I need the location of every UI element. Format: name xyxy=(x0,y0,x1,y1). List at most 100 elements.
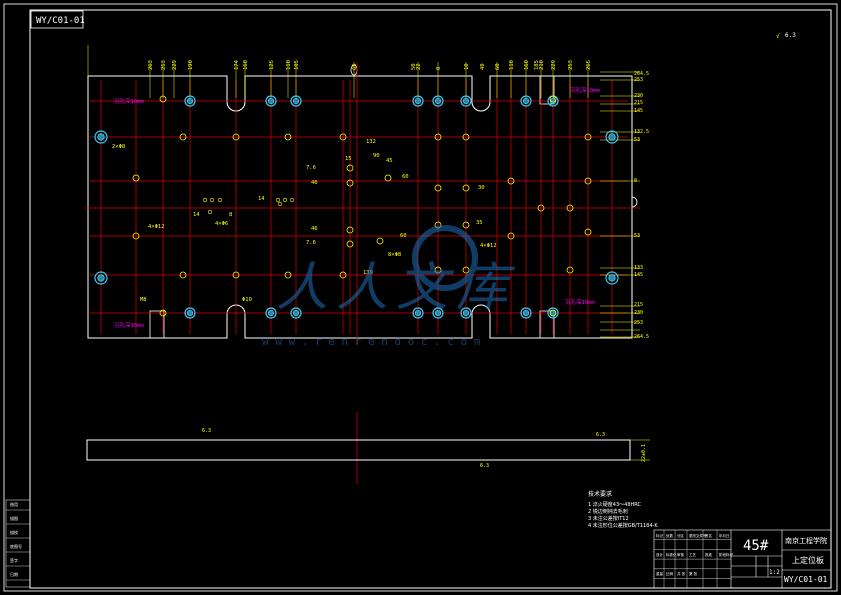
tech-item-1: 1 淬火硬度43～48HRC xyxy=(588,501,641,508)
mounting-hole xyxy=(566,266,574,274)
watermark-text: 人人文库 xyxy=(276,258,516,318)
dim-139: 139 xyxy=(363,270,373,276)
top-dim-label: 110 xyxy=(509,60,515,70)
pin-hole xyxy=(282,197,288,203)
tb-label: 分区 xyxy=(677,533,685,538)
callout-4xd12: 4×Φ12 xyxy=(148,224,165,230)
top-dim-label: 125 xyxy=(269,60,275,70)
outer-border xyxy=(3,3,838,592)
mounting-hole xyxy=(537,204,545,212)
edge-hole xyxy=(184,95,196,107)
callout-counterbore-tr: 沉孔深10mm xyxy=(570,86,600,94)
tb-label: 更改文件号 xyxy=(689,533,707,538)
tb-label: 设计 xyxy=(656,552,664,557)
side-note: 6.3 xyxy=(202,428,211,434)
dim-60a: 60 xyxy=(402,174,409,180)
edge-hole xyxy=(460,307,472,319)
top-dim-label: 105 xyxy=(294,60,300,70)
dim-46a: 46 xyxy=(311,180,318,186)
top-dim-label: 160 xyxy=(524,60,530,70)
mounting-hole xyxy=(462,133,470,141)
top-dim-label: 160 xyxy=(243,60,249,70)
right-dim-label: 253 xyxy=(634,77,643,83)
top-dim-label: 210 xyxy=(539,60,545,70)
edge-hole xyxy=(412,307,424,319)
strip-label: 描图 xyxy=(10,515,18,521)
right-dim-label: 264.5 xyxy=(634,334,649,340)
top-dim-label: 190 xyxy=(188,60,194,70)
mounting-hole xyxy=(346,226,354,234)
tb-label: 工艺 xyxy=(689,552,697,557)
mounting-hole xyxy=(462,184,470,192)
pin-hole xyxy=(202,197,208,203)
top-dim-label: 50 xyxy=(411,63,417,70)
callout-4xd12b: 4×Φ12 xyxy=(480,243,497,249)
mounting-hole xyxy=(132,174,140,182)
pin-hole xyxy=(275,197,281,203)
edge-hole xyxy=(460,95,472,107)
edge-hole-core xyxy=(186,309,194,317)
right-dim-label: 0 xyxy=(634,178,637,184)
right-dim-label: 215 xyxy=(634,302,643,308)
title-block-grid xyxy=(654,530,731,588)
top-dim-label: 0 xyxy=(436,67,442,70)
top-dim-label: 185 xyxy=(534,60,540,70)
top-dim-label: 10 xyxy=(464,63,470,70)
dim-8: 8 xyxy=(229,212,232,218)
mounting-hole xyxy=(284,271,292,279)
mounting-hole xyxy=(339,271,347,279)
mounting-hole xyxy=(462,266,470,274)
edge-hole-core xyxy=(186,97,194,105)
top-dim-label: 22 xyxy=(416,63,422,70)
mounting-hole xyxy=(507,177,515,185)
edge-hole xyxy=(184,307,196,319)
tech-item-3: 3 未注公差按IT12 xyxy=(588,515,629,522)
side-roughness: 6.3 xyxy=(596,432,605,438)
tech-title: 技术要求 xyxy=(588,490,612,498)
top-dim-label: 253 xyxy=(568,60,574,70)
pin-hole xyxy=(209,197,215,203)
title-block-labels: 标记处数分区更改文件号签名年月日设计标准化审核工艺批准阶段标记重量比例共 张第 … xyxy=(656,533,733,576)
large-hole xyxy=(605,271,619,285)
top-dim-label: 110 xyxy=(286,60,292,70)
watermark-url: w w w . r e n r e n d o c . c o m xyxy=(262,335,481,348)
dim-46b: 46 xyxy=(311,226,318,232)
callout-counterbore-br: 沉孔深10mm xyxy=(565,298,595,306)
corner-notch-br xyxy=(149,310,165,339)
edge-hole-core xyxy=(522,309,530,317)
callout-2xd8: 2×Φ8 xyxy=(112,144,125,150)
mounting-hole xyxy=(584,133,592,141)
edge-hole xyxy=(432,307,444,319)
top-dim-label: 229 xyxy=(551,60,557,70)
mounting-hole xyxy=(132,232,140,240)
code-box xyxy=(30,10,84,29)
large-hole xyxy=(94,271,108,285)
right-dim-label: 264.5 xyxy=(634,71,649,77)
top-dim-label: 263 xyxy=(148,60,154,70)
mounting-hole xyxy=(566,204,574,212)
strip-label: 描校 xyxy=(10,529,18,535)
dim-45: 45 xyxy=(386,158,393,164)
edge-hole xyxy=(520,307,532,319)
tb-label: 比例 xyxy=(666,571,674,576)
pin-hole xyxy=(277,201,283,207)
edge-hole xyxy=(520,95,532,107)
dim-30: 30 xyxy=(478,185,485,191)
inner-dimensions: 132 60 46 7.6 15 30 90 45 60 46 7.6 139 … xyxy=(193,139,485,276)
corner-notch-b2 xyxy=(539,310,555,339)
tb-label: 标准化 xyxy=(666,552,677,557)
mounting-hole xyxy=(434,266,442,274)
right-dim-label: 230 xyxy=(634,93,643,99)
large-hole-core xyxy=(608,133,616,141)
right-dim-label: 230 xyxy=(634,310,643,316)
side-thickness: 22±0.1 xyxy=(641,444,647,462)
callout-d10: Φ10 xyxy=(242,297,252,303)
mounting-hole xyxy=(434,184,442,192)
tb-label: 第 张 xyxy=(689,571,698,576)
mounting-hole xyxy=(179,271,187,279)
mounting-hole xyxy=(384,174,392,182)
counterbore-hole xyxy=(549,95,557,103)
edge-hole-core xyxy=(549,97,557,105)
inner-frame xyxy=(29,9,832,589)
